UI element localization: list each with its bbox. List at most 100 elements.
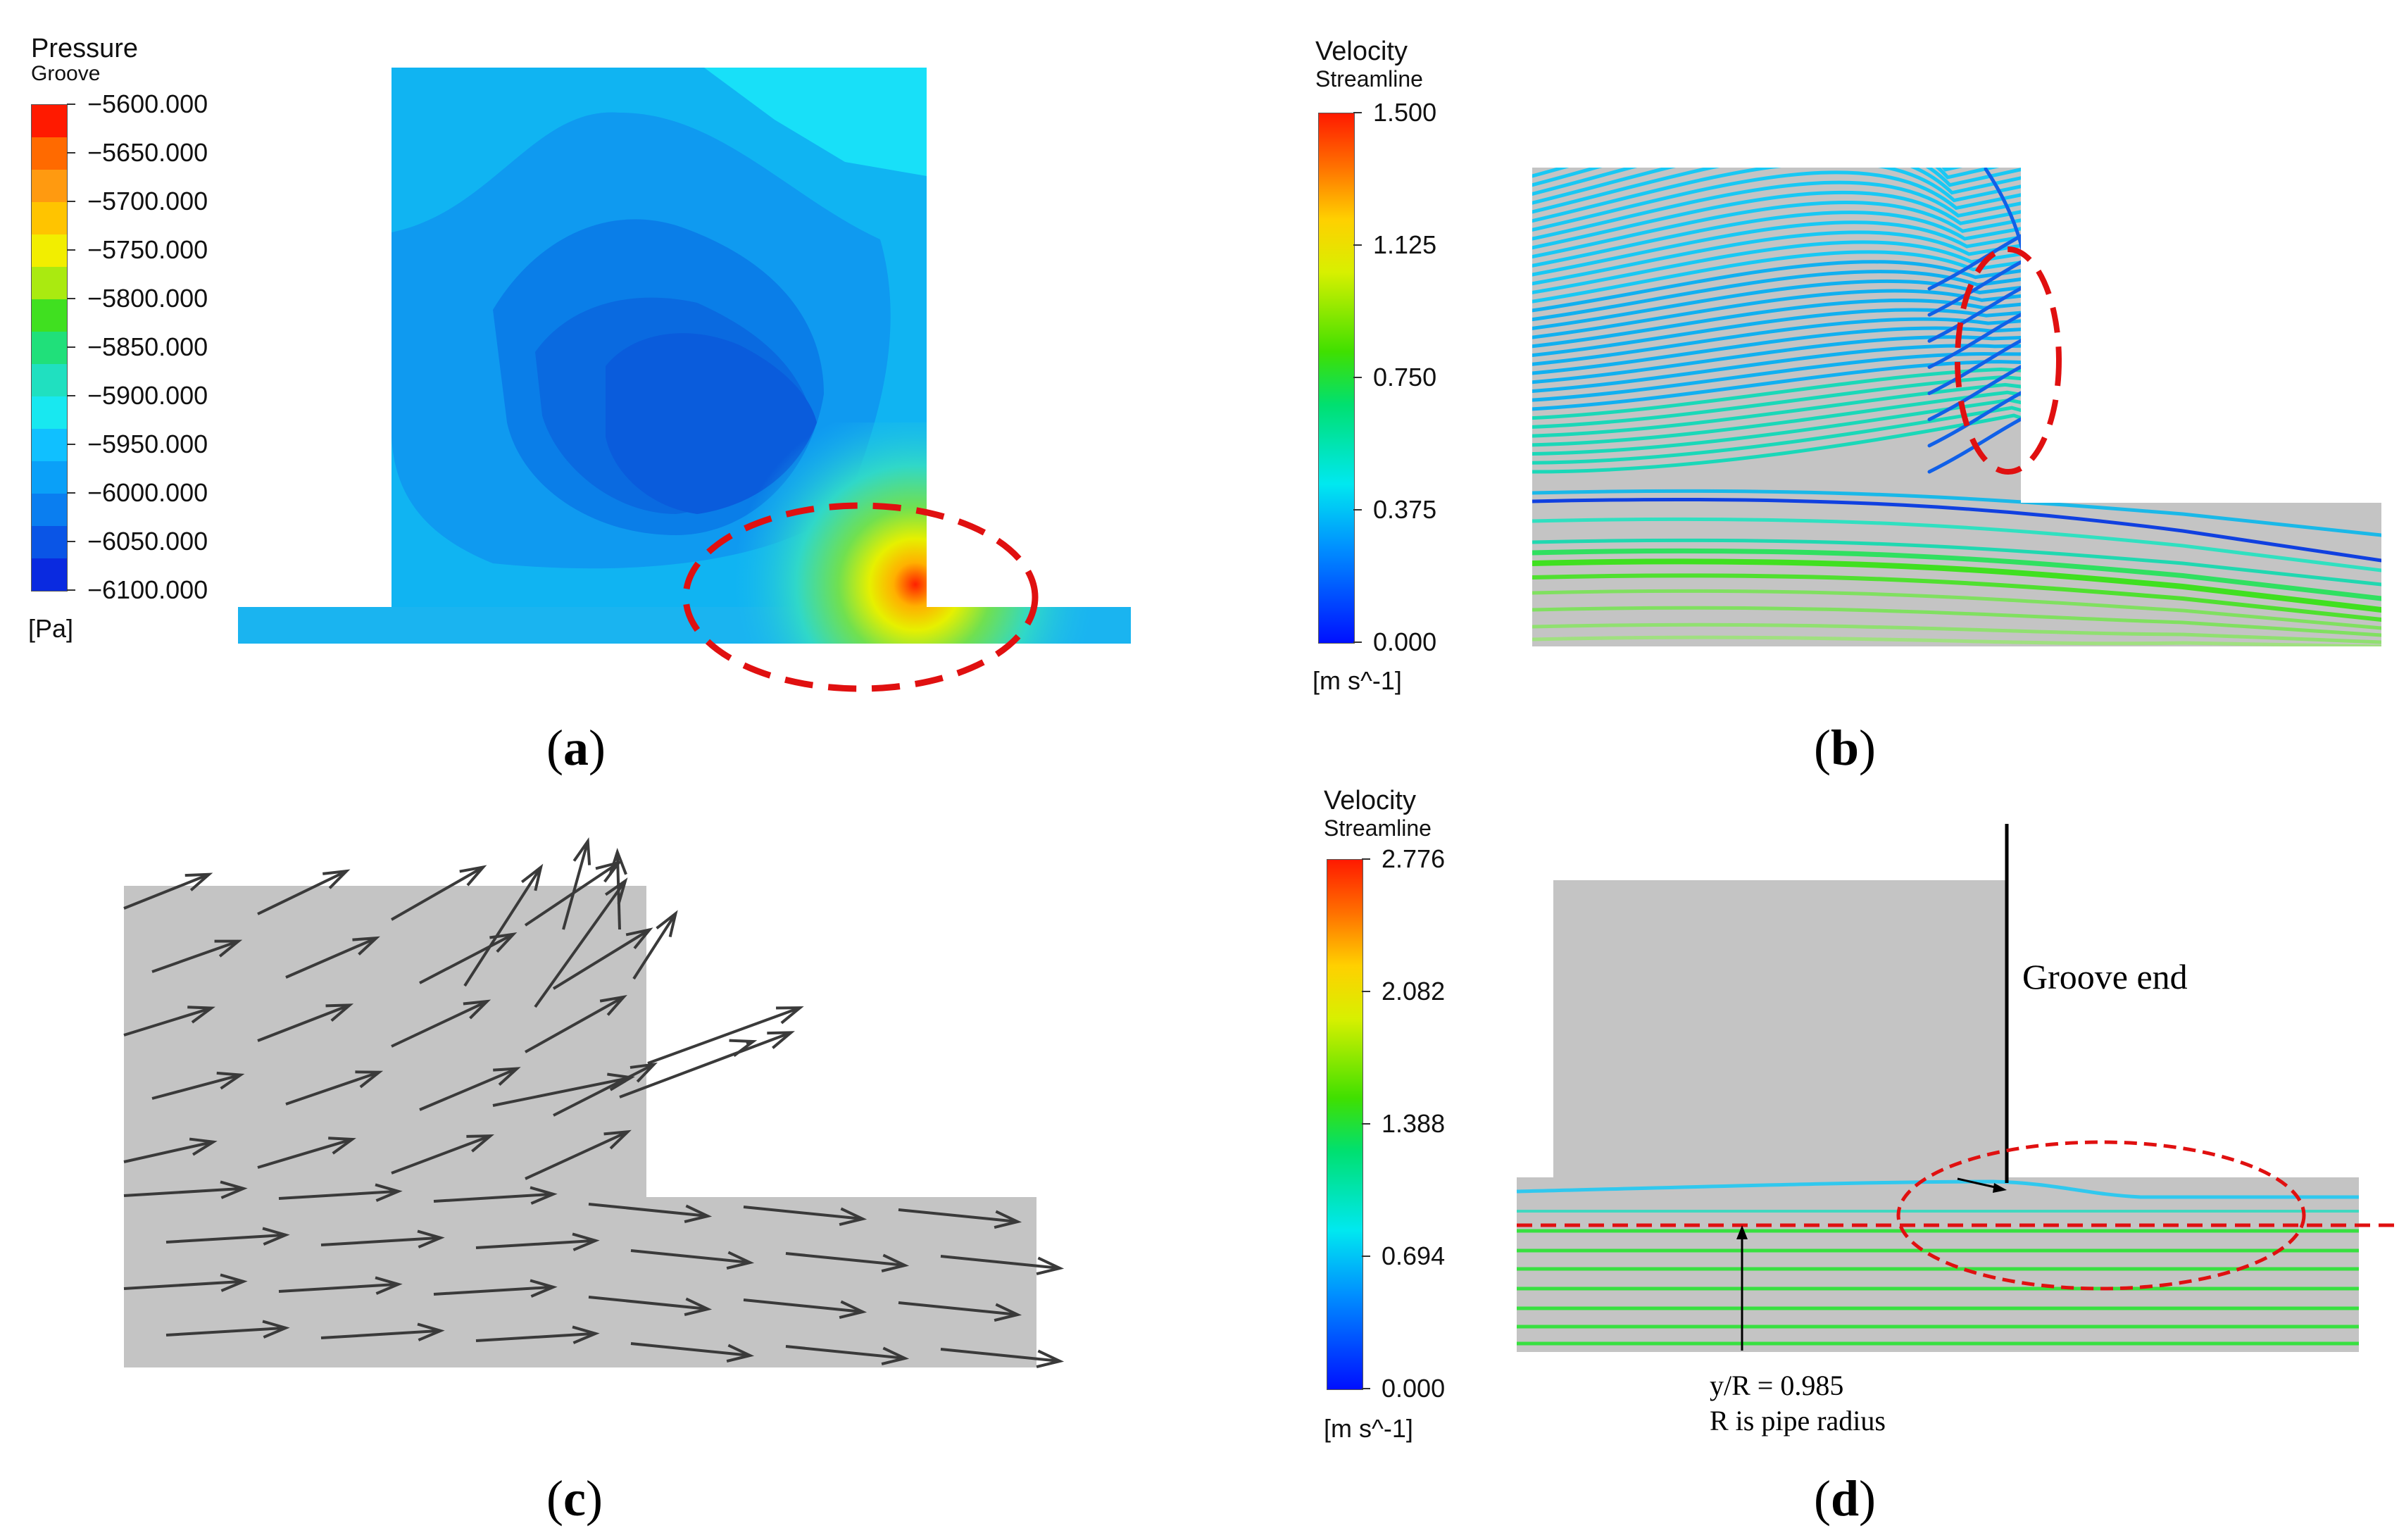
streamline-highlight-ellipse-b [1955,246,2062,475]
pressure-tick-mark [67,346,75,348]
velocity-d-tick-label: 0.000 [1382,1374,1446,1403]
velocity-vector-arrow [285,936,380,979]
velocity-streamline [1532,335,2037,384]
velocity-streamline [1532,489,2381,537]
velocity-vector-arrow [151,1071,245,1100]
streamline-plot-b [1532,168,2381,646]
pressure-tick-mark [67,541,75,542]
velocity-streamline [1532,289,2037,339]
velocity-vector-arrow [433,1279,558,1298]
velocity-streamline [1532,240,2037,294]
velocity-vector-arrow [898,1301,1022,1322]
velocity-streamline [1532,390,2037,447]
groove-end-label: Groove end [2022,957,2188,996]
velocity-streamline [1532,558,2381,613]
pressure-colorbar-step [32,494,67,526]
velocity-vector-arrow [278,1276,403,1295]
velocity-d-tick-mark [1362,991,1370,992]
pressure-legend-subtitle: Groove [31,62,101,85]
velocity-b-tick-label: 0.750 [1373,363,1437,392]
pressure-colorbar [31,104,68,591]
velocity-vector-arrow [257,869,351,915]
velocity-streamline [1532,589,2381,630]
pressure-tick-label: −6050.000 [87,527,208,556]
velocity-vector-arrow [588,1296,713,1316]
velocity-vector-arrow [608,848,627,930]
velocity-vector-arrow [285,1070,384,1106]
velocity-vector-arrow [391,999,491,1048]
velocity-streamline [1532,168,2037,196]
velocity-d-tick-label: 0.694 [1382,1241,1446,1270]
velocity-vector-arrow [123,1137,218,1163]
velocity-vector-arrow [123,1273,248,1292]
velocity-streamline [1532,382,2037,438]
pressure-tick-label: −5800.000 [87,284,208,313]
caption-d: (d) [1814,1470,1877,1527]
velocity-vector-arrow [257,1003,354,1042]
velocity-colorbar-d [1327,859,1363,1390]
velocity-streamline [1532,168,2037,223]
velocity-vector-arrow [898,1208,1022,1229]
pressure-tick-label: −5650.000 [87,138,208,167]
vector-plot-c [123,837,1065,1368]
caption-b: (b) [1814,720,1877,776]
velocity-b-tick-label: 1.500 [1373,98,1437,127]
velocity-streamline [1927,387,2030,448]
velocity-vector-arrow [391,1134,494,1175]
velocity-vector-arrow [257,1137,356,1169]
pressure-tick-mark [67,249,75,251]
velocity-d-tick-label: 1.388 [1382,1109,1446,1138]
velocity-vector-arrow [534,877,628,1008]
pressure-colorbar-step [32,234,67,267]
velocity-vector-arrow [463,863,544,987]
panel-c: (c) [0,775,1197,1540]
velocity-streamline [1532,168,2037,178]
velocity-vector-arrow [553,1062,658,1117]
velocity-vector-arrow [123,872,213,910]
panel-a: Pressure Groove −5600.000−5650.000−5700.… [0,0,1197,773]
velocity-b-tick-mark [1353,112,1362,113]
radius-arrow-head [1736,1225,1748,1239]
velocity-vector-arrow [320,1229,445,1248]
velocity-streamline [1532,326,2037,375]
velocity-vector-arrow [552,927,653,990]
pressure-tick-label: −5950.000 [87,430,208,458]
velocity-streamline [1532,220,2037,277]
velocity-streamline [1532,344,2037,393]
velocity-d-tick-mark [1362,1123,1370,1125]
velocity-streamline [1927,361,2030,422]
velocity-legend-subtitle-d: Streamline [1324,815,1432,841]
pressure-tick-mark [67,589,75,591]
velocity-vector-arrow [729,1039,758,1057]
pressure-colorbar-step [32,202,67,234]
velocity-vector-arrow [433,1186,558,1205]
velocity-vector-arrow [278,1183,403,1202]
pressure-colorbar-step [32,558,67,591]
velocity-vector-arrow [165,1227,290,1246]
caption-a: (a) [546,720,606,776]
velocity-vector-arrow [165,1320,290,1339]
caption-c: (c) [546,1470,603,1527]
ratio-label: y/R = 0.985 [1710,1370,1844,1401]
velocity-legend-subtitle-b: Streamline [1315,66,1423,92]
velocity-d-tick-label: 2.082 [1382,977,1446,1006]
pressure-colorbar-step [32,429,67,461]
groove-pointer-head [1993,1183,2007,1193]
velocity-streamline [1927,282,2030,343]
pressure-contour-plot [238,68,1131,692]
pressure-colorbar-step [32,299,67,332]
pressure-colorbar-step [32,461,67,494]
velocity-streamline [1927,413,2030,474]
pressure-tick-mark [67,492,75,494]
velocity-vector-arrow [123,1180,248,1199]
velocity-streamline [1532,308,2037,358]
velocity-unit-label-b: [m s^-1] [1313,666,1402,695]
radius-label: R is pipe radius [1710,1405,1886,1436]
pressure-tick-mark [67,201,75,202]
velocity-vector-arrow [562,837,591,930]
velocity-d-tick-label: 2.776 [1382,844,1446,873]
velocity-vector-arrow [940,1255,1065,1275]
velocity-streamline [1516,1179,2359,1199]
